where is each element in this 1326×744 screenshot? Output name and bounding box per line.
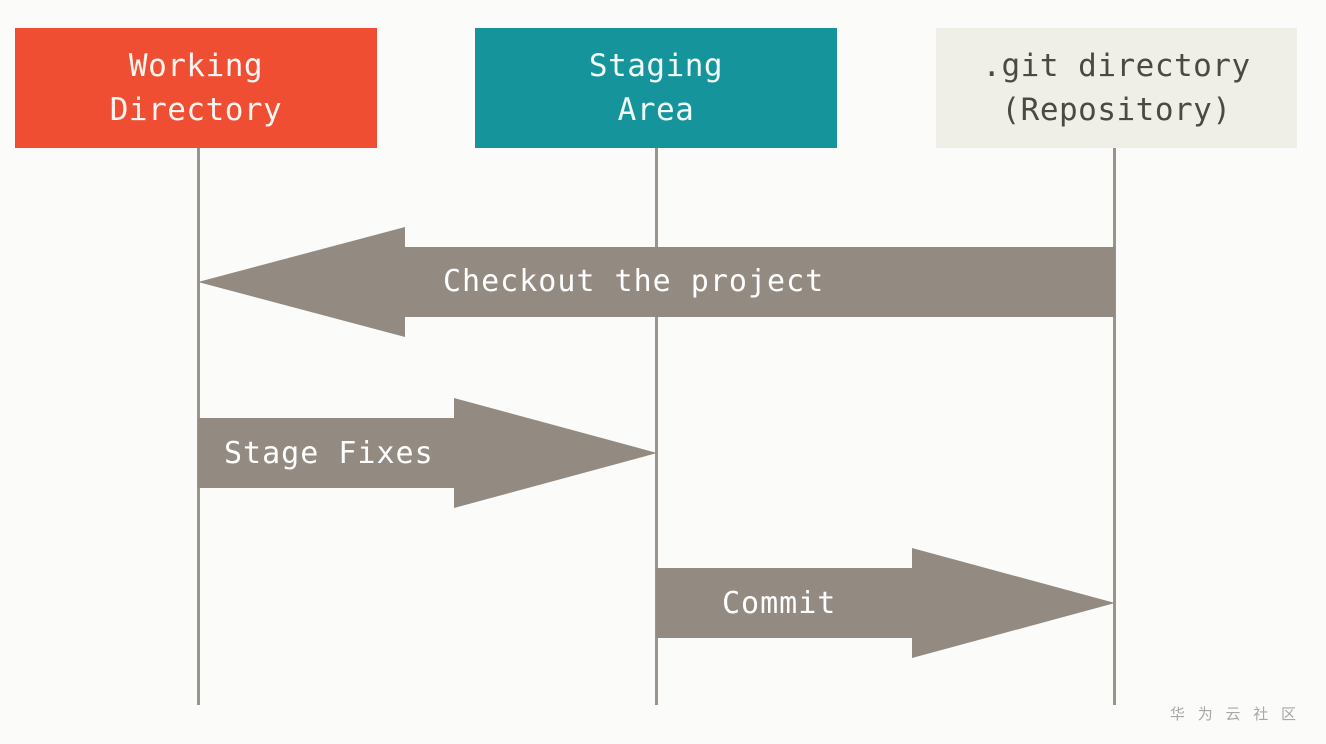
box-staging-area-line-2: Area — [617, 92, 695, 128]
box-git-directory-line-1: .git directory — [982, 48, 1251, 84]
lifeline-git-directory — [1113, 148, 1116, 705]
lifeline-staging-area — [655, 148, 658, 705]
box-git-directory: .git directory (Repository) — [936, 28, 1297, 148]
box-working-directory-line-1: Working — [128, 48, 264, 84]
arrow-stage-fixes — [198, 398, 657, 508]
watermark: 华 为 云 社 区 — [1169, 705, 1300, 723]
box-staging-area: Staging Area — [475, 28, 837, 148]
arrow-checkout-the-project — [198, 227, 1115, 337]
box-staging-area-line-1: Staging — [588, 48, 724, 84]
box-working-directory: Working Directory — [15, 28, 377, 148]
arrow-commit — [656, 548, 1115, 658]
box-working-directory-line-2: Directory — [109, 92, 283, 128]
box-git-directory-line-2: (Repository) — [1001, 92, 1232, 128]
